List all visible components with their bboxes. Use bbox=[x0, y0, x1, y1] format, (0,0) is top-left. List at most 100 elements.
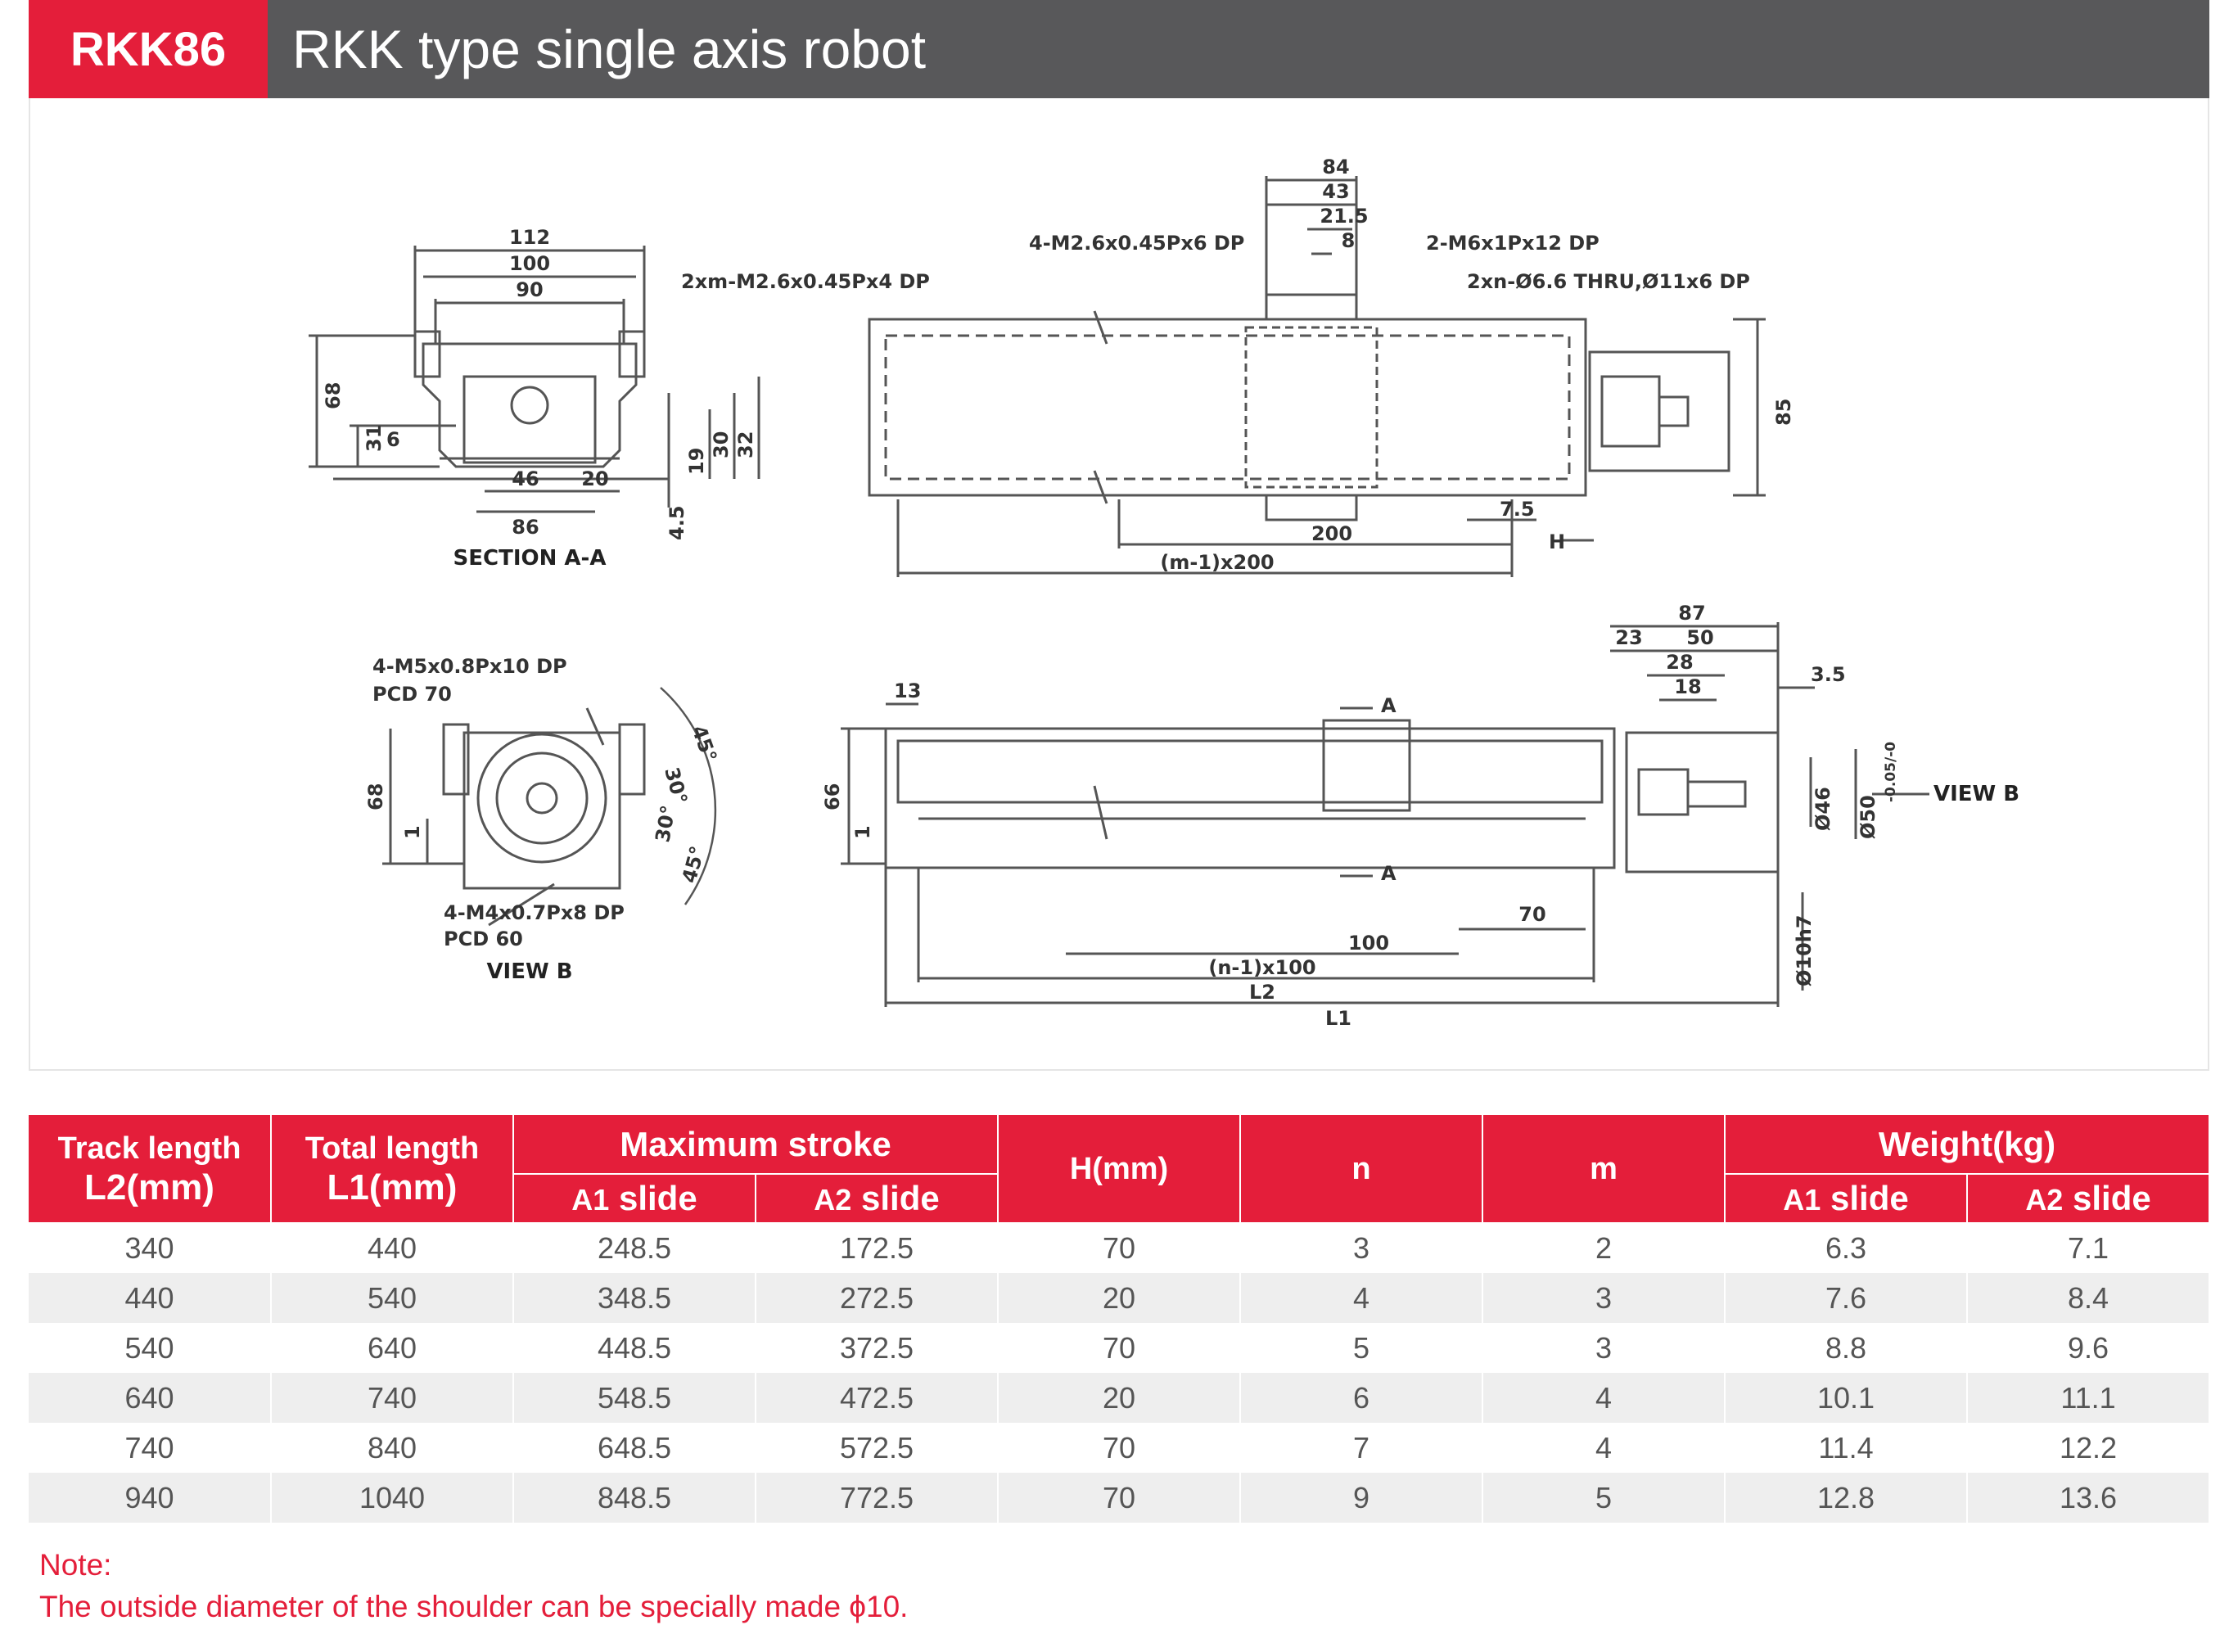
col-max-stroke: Maximum stroke bbox=[513, 1115, 999, 1175]
cell-stroke-a1: 348.5 bbox=[513, 1273, 756, 1323]
dim-d10h7: Ø10h7 bbox=[1793, 914, 1816, 986]
dim-28: 28 bbox=[1666, 651, 1693, 674]
dim-70: 70 bbox=[1518, 903, 1545, 926]
side-view-labels: 13 66 1 87 23 50 28 18 3.5 Ø46 Ø50 -0.05… bbox=[821, 602, 2019, 1030]
callout-2xm-m2-6: 2xm-M2.6x0.45Px4 DP bbox=[681, 270, 930, 293]
callout-pcd-70: PCD 70 bbox=[372, 683, 452, 706]
table-row: 640 740 548.5 472.5 20 6 4 10.1 11.1 bbox=[29, 1373, 2211, 1423]
cell-l2: 640 bbox=[29, 1373, 272, 1423]
dim-46: 46 bbox=[512, 467, 539, 490]
dim-18: 18 bbox=[1674, 675, 1701, 698]
dim-h: H bbox=[1549, 530, 1565, 553]
angle-30-top: 30° bbox=[660, 765, 692, 806]
dim-66: 66 bbox=[821, 783, 844, 810]
cell-stroke-a2: 372.5 bbox=[756, 1323, 999, 1373]
view-b-arrow-label: VIEW B bbox=[1933, 782, 2019, 806]
top-view-labels: 84 43 21.5 8 85 7.5 H 200 (m-1)x200 2xm-… bbox=[681, 156, 1795, 574]
dim-3-5: 3.5 bbox=[1811, 663, 1846, 686]
dim-31: 31 bbox=[363, 425, 386, 452]
dim-l2: L2 bbox=[1249, 981, 1275, 1004]
cell-l1: 640 bbox=[271, 1323, 514, 1373]
section-aa-caption: SECTION A-A bbox=[453, 546, 607, 571]
dim-43: 43 bbox=[1322, 180, 1349, 203]
page-title: RKK type single axis robot bbox=[268, 0, 2209, 98]
angle-45-top: 45° bbox=[687, 722, 721, 765]
dim-7-5: 7.5 bbox=[1500, 498, 1535, 521]
dim-90: 90 bbox=[516, 278, 543, 301]
dim-87: 87 bbox=[1678, 602, 1705, 625]
cell-stroke-a1: 248.5 bbox=[513, 1223, 756, 1273]
dim-68: 68 bbox=[322, 382, 345, 409]
drawing-svg: 112 100 90 68 31 6 46 20 86 4.5 19 30 32… bbox=[309, 156, 2019, 1030]
dim-85: 85 bbox=[1772, 399, 1795, 426]
cell-weight-a2: 7.1 bbox=[1967, 1223, 2211, 1273]
callout-2-m6: 2-M6x1Px12 DP bbox=[1426, 232, 1600, 255]
dim-86: 86 bbox=[512, 516, 539, 539]
cell-h: 70 bbox=[998, 1323, 1242, 1373]
cell-weight-a1: 12.8 bbox=[1725, 1473, 1969, 1523]
dim-20: 20 bbox=[581, 467, 608, 490]
dim-13: 13 bbox=[894, 679, 921, 702]
cell-l2: 340 bbox=[29, 1223, 272, 1273]
cell-weight-a2: 9.6 bbox=[1967, 1323, 2211, 1373]
cell-l1: 440 bbox=[271, 1223, 514, 1273]
cell-m: 3 bbox=[1482, 1323, 1726, 1373]
cell-stroke-a2: 172.5 bbox=[756, 1223, 999, 1273]
cell-stroke-a1: 648.5 bbox=[513, 1423, 756, 1473]
dim-200: 200 bbox=[1311, 522, 1352, 545]
cell-l2: 540 bbox=[29, 1323, 272, 1373]
cell-stroke-a2: 772.5 bbox=[756, 1473, 999, 1523]
cell-l1: 540 bbox=[271, 1273, 514, 1323]
cell-n: 3 bbox=[1240, 1223, 1484, 1273]
cell-stroke-a2: 572.5 bbox=[756, 1423, 999, 1473]
view-b-caption: VIEW B bbox=[486, 959, 572, 984]
cell-stroke-a1: 548.5 bbox=[513, 1373, 756, 1423]
cell-h: 20 bbox=[998, 1373, 1242, 1423]
dim-19: 19 bbox=[685, 448, 708, 475]
model-badge: RKK86 bbox=[29, 0, 268, 98]
cell-n: 7 bbox=[1240, 1423, 1484, 1473]
note-text: The outside diameter of the shoulder can… bbox=[39, 1590, 909, 1623]
view-b bbox=[382, 687, 717, 927]
cell-n: 6 bbox=[1240, 1373, 1484, 1423]
cell-weight-a2: 13.6 bbox=[1967, 1473, 2211, 1523]
callout-4-m5: 4-M5x0.8Px10 DP bbox=[372, 655, 567, 678]
cell-weight-a2: 8.4 bbox=[1967, 1273, 2211, 1323]
col-weight: Weight(kg) bbox=[1725, 1115, 2211, 1175]
table-row: 340 440 248.5 172.5 70 3 2 6.3 7.1 bbox=[29, 1223, 2211, 1273]
cell-weight-a1: 10.1 bbox=[1725, 1373, 1969, 1423]
cell-weight-a1: 6.3 bbox=[1725, 1223, 1969, 1273]
dim-m-1-x200: (m-1)x200 bbox=[1160, 551, 1274, 574]
callout-2xn-6-6: 2xn-Ø6.6 THRU,Ø11x6 DP bbox=[1467, 270, 1750, 293]
callout-pcd-60: PCD 60 bbox=[444, 928, 523, 950]
callout-4-m2-6: 4-M2.6x0.45Px6 DP bbox=[1029, 232, 1244, 255]
cell-l1: 740 bbox=[271, 1373, 514, 1423]
angle-45-bottom: 45° bbox=[678, 843, 710, 885]
cell-weight-a2: 12.2 bbox=[1967, 1423, 2211, 1473]
cell-l1: 1040 bbox=[271, 1473, 514, 1523]
side-view bbox=[841, 622, 1929, 1007]
col-track-length: Track length L2(mm) bbox=[29, 1115, 272, 1224]
callout-4-m4: 4-M4x0.7Px8 DP bbox=[444, 901, 625, 924]
cell-stroke-a2: 272.5 bbox=[756, 1273, 999, 1323]
col-m: m bbox=[1482, 1115, 1726, 1224]
dim-d46: Ø46 bbox=[1812, 787, 1834, 831]
cell-h: 70 bbox=[998, 1473, 1242, 1523]
cell-weight-a1: 11.4 bbox=[1725, 1423, 1969, 1473]
note-block: Note: The outside diameter of the should… bbox=[39, 1547, 908, 1631]
view-b-dim-68: 68 bbox=[364, 783, 387, 810]
cell-l2: 740 bbox=[29, 1423, 272, 1473]
cell-m: 5 bbox=[1482, 1473, 1726, 1523]
view-b-dim-1: 1 bbox=[401, 825, 424, 839]
cell-h: 20 bbox=[998, 1273, 1242, 1323]
cell-h: 70 bbox=[998, 1423, 1242, 1473]
cell-weight-a1: 8.8 bbox=[1725, 1323, 1969, 1373]
angle-30-bottom: 30° bbox=[651, 803, 679, 844]
note-title: Note: bbox=[39, 1548, 112, 1582]
dim-50: 50 bbox=[1686, 626, 1713, 649]
cell-stroke-a1: 848.5 bbox=[513, 1473, 756, 1523]
col-weight-a2: A2 slide bbox=[1967, 1174, 2211, 1224]
dim-23: 23 bbox=[1615, 626, 1642, 649]
cell-l2: 940 bbox=[29, 1473, 272, 1523]
dim-100: 100 bbox=[1348, 932, 1389, 955]
